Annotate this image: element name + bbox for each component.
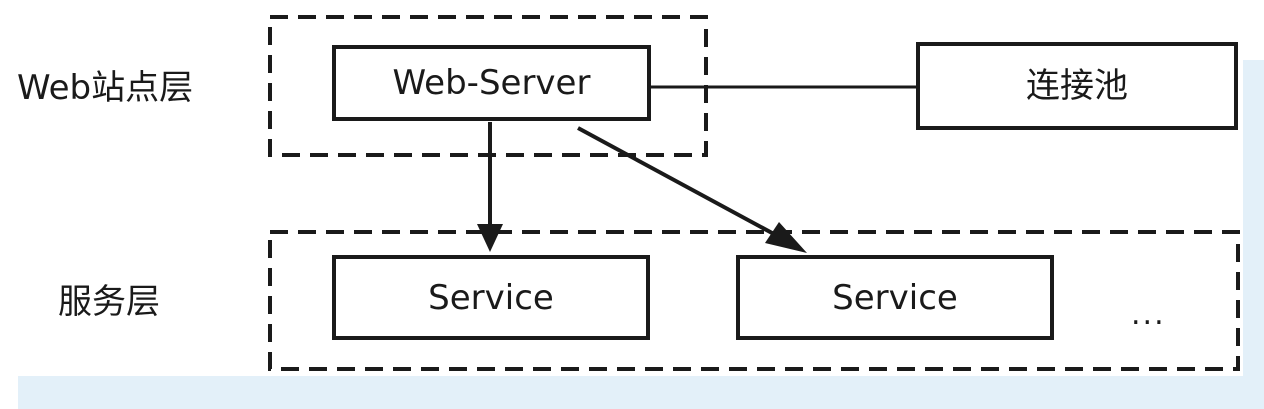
web-server-label: Web-Server — [392, 63, 591, 103]
service-1-label: Service — [428, 277, 554, 318]
edge-webserver-to-service-2 — [577, 126, 786, 242]
service-node-1: Service — [332, 255, 650, 340]
service-node-2: Service — [736, 255, 1054, 340]
web-layer-label: Web站点层 — [17, 68, 194, 108]
more-services-ellipsis: ... — [1131, 297, 1166, 332]
web-server-node: Web-Server — [332, 45, 651, 121]
service-layer-group — [268, 230, 1240, 371]
connection-pool-label: 连接池 — [1026, 66, 1128, 106]
service-layer-label: 服务层 — [58, 282, 160, 322]
service-2-label: Service — [832, 277, 958, 318]
arrowhead-service-1 — [477, 224, 503, 252]
arrowhead-service-2 — [765, 222, 807, 253]
connection-pool-node: 连接池 — [916, 42, 1238, 130]
background-accent-right — [1243, 60, 1264, 409]
background-accent-bottom — [18, 376, 1264, 409]
